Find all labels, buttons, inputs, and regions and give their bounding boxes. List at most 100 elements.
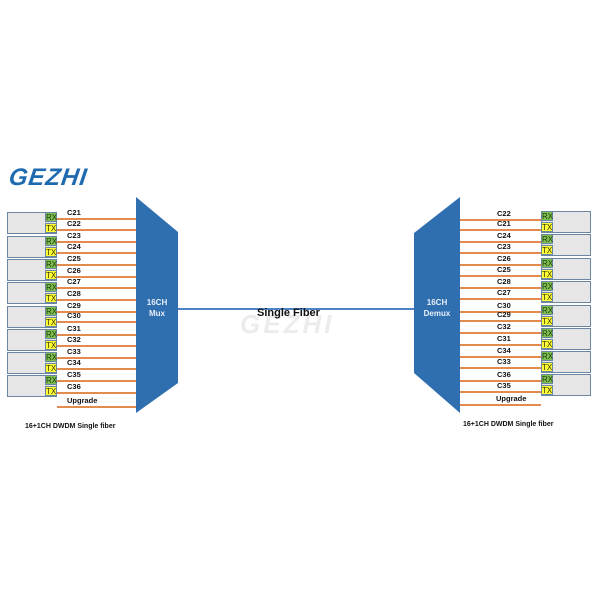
- single-fiber-line: [178, 308, 414, 310]
- demux-channel-line: [460, 229, 541, 231]
- mux-channel-label: C24: [67, 242, 81, 251]
- demux-channel-label: C27: [497, 288, 511, 297]
- demux-label-line1: 16CH: [426, 298, 448, 307]
- mux-channel-label: C25: [67, 254, 81, 263]
- demux-tx-port: TX: [541, 245, 553, 255]
- demux-device: [414, 197, 460, 413]
- demux-label: 16CH Demux: [414, 297, 460, 319]
- demux-channel-label: C34: [497, 346, 511, 355]
- mux-channel-label: C31: [67, 324, 81, 333]
- mux-channel-line: [57, 368, 136, 370]
- demux-channel-line: [460, 287, 541, 289]
- demux-channel-label: C36: [497, 370, 511, 379]
- demux-rx-port: RX: [541, 328, 554, 338]
- demux-tx-port: TX: [541, 385, 553, 395]
- demux-channel-line: [460, 252, 541, 254]
- demux-label-line2: Demux: [423, 309, 451, 318]
- mux-tx-port: TX: [45, 340, 57, 350]
- mux-channel-label: C36: [67, 382, 81, 391]
- demux-rx-port: RX: [541, 305, 554, 315]
- mux-channel-label: C23: [67, 231, 81, 240]
- mux-upgrade-line: [57, 406, 136, 408]
- mux-channel-label: C32: [67, 335, 81, 344]
- demux-channel-line: [460, 241, 541, 243]
- demux-channel-label: C25: [497, 265, 511, 274]
- mux-channel-line: [57, 357, 136, 359]
- mux-tx-port: TX: [45, 363, 57, 373]
- demux-tx-port: TX: [541, 362, 553, 372]
- demux-channel-line: [460, 264, 541, 266]
- mux-channel-label: C30: [67, 311, 81, 320]
- mux-rx-port: RX: [45, 306, 58, 316]
- demux-tx-port: TX: [541, 292, 553, 302]
- demux-tx-port: TX: [541, 339, 553, 349]
- mux-rx-port: RX: [45, 375, 58, 385]
- mux-rx-port: RX: [45, 259, 58, 269]
- mux-channel-line: [57, 218, 136, 220]
- mux-channel-line: [57, 287, 136, 289]
- demux-channel-line: [460, 367, 541, 369]
- mux-rx-port: RX: [45, 352, 58, 362]
- demux-tx-port: TX: [541, 269, 553, 279]
- demux-rx-port: RX: [541, 258, 554, 268]
- demux-tx-port: TX: [541, 222, 553, 232]
- mux-channel-line: [57, 311, 136, 313]
- mux-rx-port: RX: [45, 236, 58, 246]
- demux-upgrade-line: [460, 404, 541, 406]
- mux-channel-label: C27: [67, 277, 81, 286]
- demux-channel-label: C35: [497, 381, 511, 390]
- mux-channel-label: C22: [67, 219, 81, 228]
- demux-channel-label: C28: [497, 277, 511, 286]
- mux-label: 16CH Mux: [136, 297, 178, 319]
- demux-channel-line: [460, 332, 541, 334]
- demux-channel-line: [460, 356, 541, 358]
- mux-channel-label: C28: [67, 289, 81, 298]
- mux-channel-line: [57, 241, 136, 243]
- mux-rx-port: RX: [45, 282, 58, 292]
- mux-channel-label: C29: [67, 301, 81, 310]
- mux-rx-port: RX: [45, 212, 58, 222]
- demux-channel-line: [460, 344, 541, 346]
- demux-channel-label: C30: [497, 301, 511, 310]
- mux-channel-label: C33: [67, 347, 81, 356]
- demux-channel-label: C24: [497, 231, 511, 240]
- demux-channel-label: C26: [497, 254, 511, 263]
- demux-channel-label: C32: [497, 322, 511, 331]
- mux-rx-port: RX: [45, 329, 58, 339]
- mux-channel-line: [57, 345, 136, 347]
- demux-channel-label: C29: [497, 310, 511, 319]
- demux-channel-label: C31: [497, 334, 511, 343]
- mux-channel-line: [57, 392, 136, 394]
- demux-channel-line: [460, 320, 541, 322]
- mux-tx-port: TX: [45, 317, 57, 327]
- watermark: GEZHI: [240, 309, 335, 339]
- mux-tx-port: TX: [45, 270, 57, 280]
- demux-rx-port: RX: [541, 281, 554, 291]
- demux-channel-line: [460, 275, 541, 277]
- mux-caption: 16+1CH DWDM Single fiber: [25, 423, 116, 430]
- demux-rx-port: RX: [541, 374, 554, 384]
- mux-channel-line: [57, 229, 136, 231]
- mux-upgrade-label: Upgrade: [67, 396, 98, 405]
- demux-rx-port: RX: [541, 211, 554, 221]
- mux-channel-label: C35: [67, 370, 81, 379]
- mux-channel-line: [57, 276, 136, 278]
- mux-device: [136, 197, 178, 413]
- mux-channel-line: [57, 299, 136, 301]
- mux-channel-line: [57, 264, 136, 266]
- demux-channel-line: [460, 298, 541, 300]
- demux-channel-line: [460, 380, 541, 382]
- single-fiber-label: Single Fiber: [257, 307, 320, 319]
- demux-channel-line: [460, 219, 541, 221]
- mux-channel-line: [57, 321, 136, 323]
- mux-tx-port: TX: [45, 223, 57, 233]
- demux-channel-label: C21: [497, 219, 511, 228]
- mux-channel-line: [57, 252, 136, 254]
- demux-rx-port: RX: [541, 234, 554, 244]
- mux-tx-port: TX: [45, 386, 57, 396]
- mux-channel-label: C26: [67, 266, 81, 275]
- mux-tx-port: TX: [45, 293, 57, 303]
- demux-channel-line: [460, 311, 541, 313]
- mux-label-line1: 16CH: [146, 298, 168, 307]
